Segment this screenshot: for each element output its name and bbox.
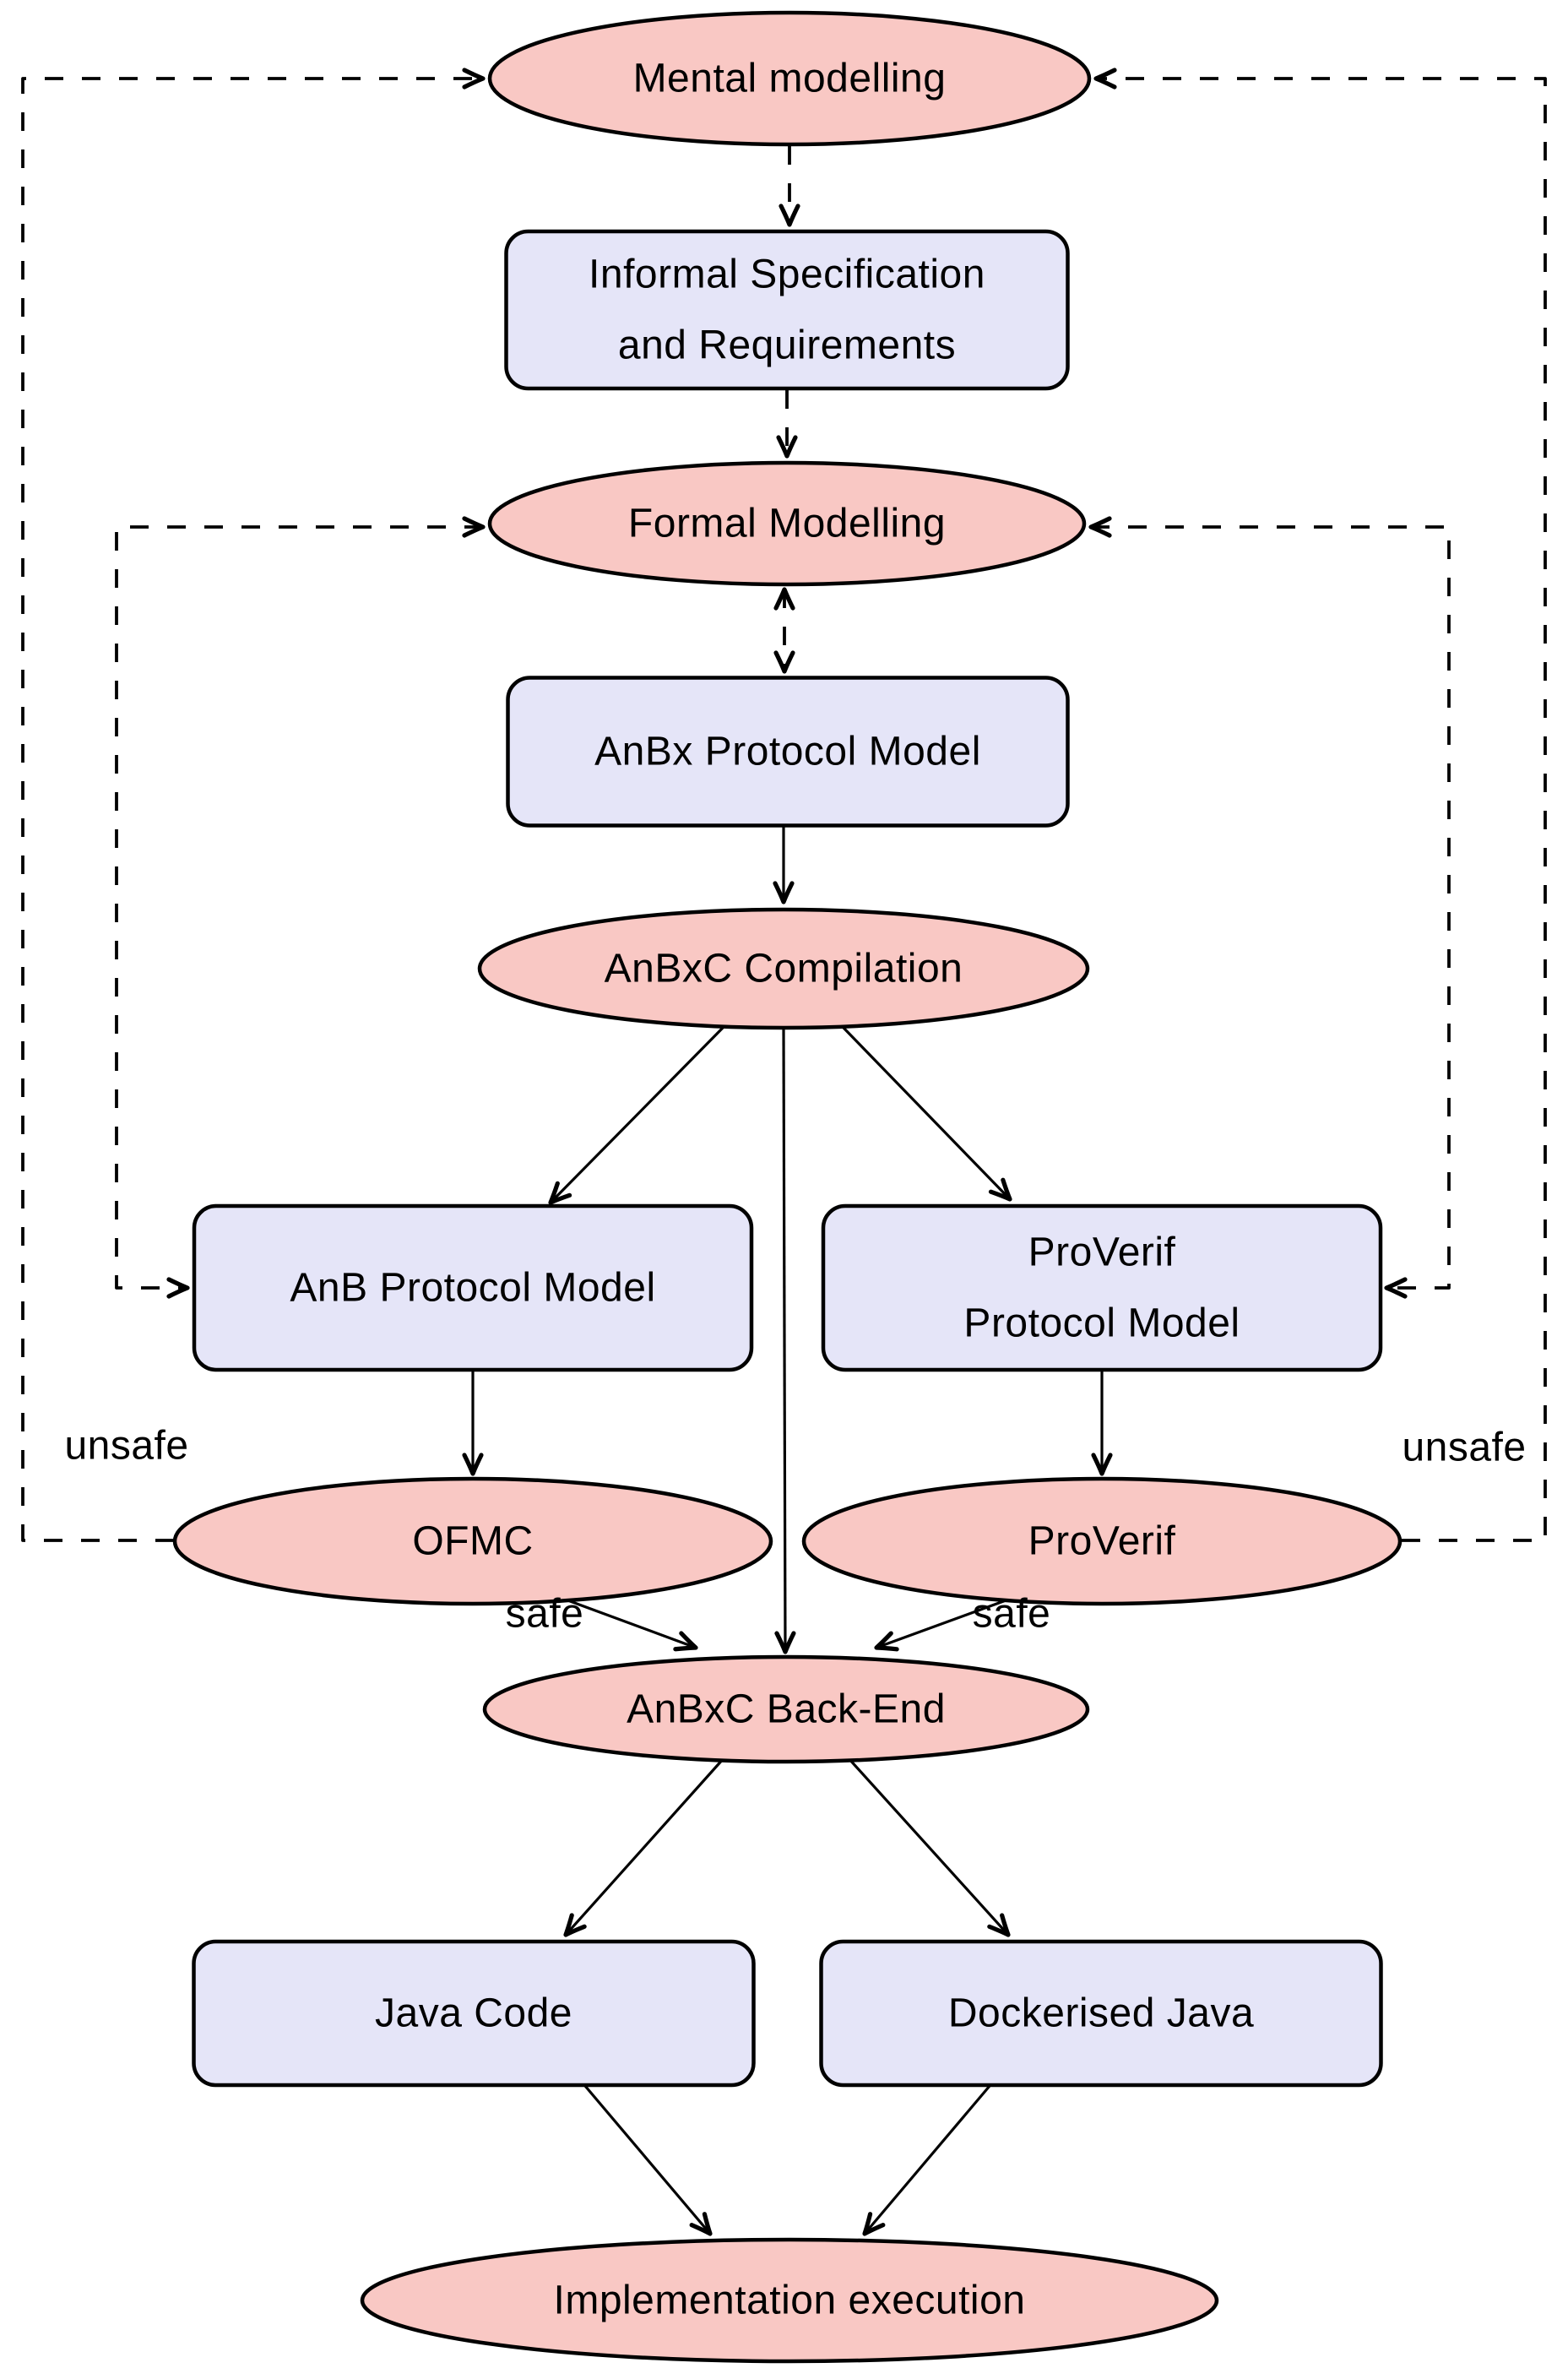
artifact-box-shape <box>506 676 1070 828</box>
node-formal-modelling: Formal Modelling <box>487 460 1087 587</box>
node-label: ProVerif <box>1028 1519 1176 1564</box>
edge-label-safe-left: safe <box>506 1592 584 1637</box>
edge-back-end-to-docker <box>846 1756 1011 1937</box>
edge-formal-anb-two-way-left-loop <box>115 516 486 1299</box>
node-anbx-protocol-model: AnBx Protocol Model <box>506 676 1070 828</box>
process-ellipse-shape <box>487 460 1087 587</box>
edge-back-end-to-java <box>563 1756 726 1937</box>
process-ellipse-shape <box>487 10 1092 147</box>
edge-label-unsafe-right: unsafe <box>1402 1426 1526 1470</box>
edge-java-to-implementation <box>583 2084 713 2236</box>
artifact-box-shape <box>192 1939 756 2088</box>
node-label: AnB Protocol Model <box>290 1266 655 1311</box>
node-informal-spec: Informal Specification and Requirements <box>504 229 1070 391</box>
edge-compilation-to-proverif-model <box>841 1025 1012 1202</box>
process-ellipse-shape <box>360 2237 1219 2364</box>
process-ellipse-shape <box>172 1476 773 1606</box>
node-label: Mental modelling <box>633 57 947 101</box>
edge-label-safe-right: safe <box>973 1592 1051 1637</box>
edge-labels-layer: unsafe unsafe safe safe <box>64 1424 1526 1637</box>
node-label: AnBx Protocol Model <box>594 730 981 774</box>
edge-formal-proverif-two-way-right-loop <box>1088 516 1451 1299</box>
artifact-box-shape <box>821 1203 1383 1372</box>
node-label: and Requirements <box>618 323 956 368</box>
edge-compilation-to-anb <box>548 1024 726 1205</box>
edge-label-unsafe-left: unsafe <box>64 1424 188 1469</box>
node-anb-protocol-model: AnB Protocol Model <box>192 1203 754 1372</box>
edges-layer <box>21 68 1547 2236</box>
process-ellipse-shape <box>801 1476 1403 1606</box>
node-mental-modelling: Mental modelling <box>487 10 1092 147</box>
artifact-box-shape <box>819 1939 1383 2088</box>
node-label: Informal Specification <box>589 253 985 297</box>
node-label: ProVerif <box>1028 1230 1176 1275</box>
process-ellipse-shape <box>477 907 1090 1030</box>
node-anbxc-back-end: AnBxC Back-End <box>482 1654 1090 1764</box>
node-label: AnBxC Back-End <box>627 1687 946 1732</box>
edge-compilation-to-back-end <box>774 1027 796 1654</box>
node-anbxc-compilation: AnBxC Compilation <box>477 907 1090 1030</box>
node-implementation-execution: Implementation execution <box>360 2237 1219 2364</box>
edge-proverif-unsafe-loop-to-mental <box>1093 68 1547 1542</box>
artifact-box-shape <box>192 1203 754 1372</box>
node-ofmc: OFMC <box>172 1476 773 1606</box>
node-proverif: ProVerif <box>801 1476 1403 1606</box>
edge-docker-to-implementation <box>862 2084 991 2236</box>
node-java-code: Java Code <box>192 1939 756 2088</box>
artifact-box-shape <box>504 229 1070 391</box>
node-dockerised-java: Dockerised Java <box>819 1939 1383 2088</box>
node-label: Dockerised Java <box>948 1991 1254 2036</box>
edge-ofmc-unsafe-loop-to-mental <box>21 68 486 1542</box>
node-label: Implementation execution <box>554 2279 1026 2323</box>
node-label: Formal Modelling <box>628 502 946 546</box>
node-label: Java Code <box>375 1991 572 2036</box>
process-ellipse-shape <box>482 1654 1090 1764</box>
node-label: OFMC <box>412 1519 533 1564</box>
node-label: AnBxC Compilation <box>605 947 963 991</box>
node-label: Protocol Model <box>963 1301 1240 1346</box>
